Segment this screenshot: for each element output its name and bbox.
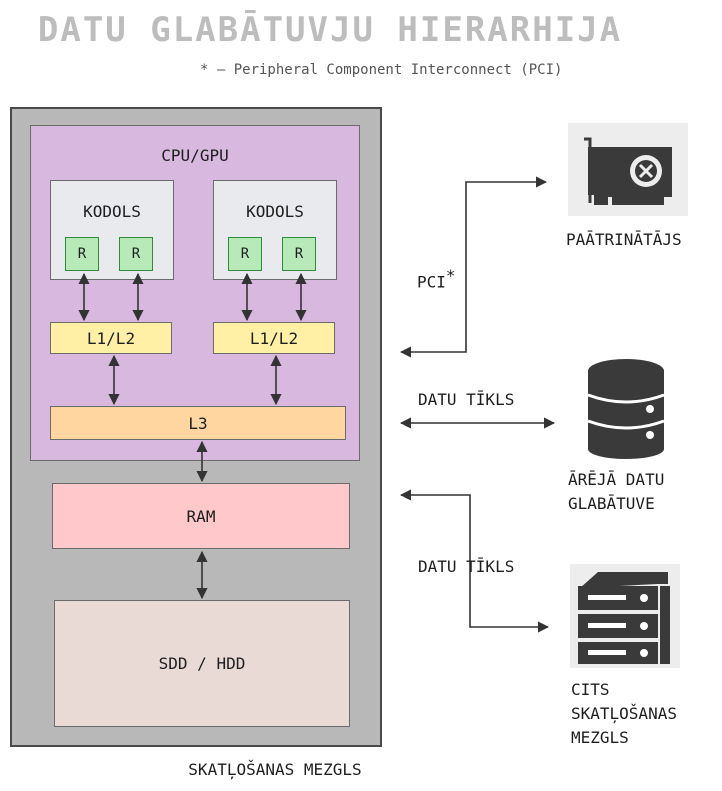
core-1-register-2: R (119, 237, 153, 271)
other-node-label: CITS SKATĻOŠANAS MEZGLS (571, 680, 677, 747)
pci-label: PCI* (417, 266, 456, 292)
accelerator-label: PAĀTRINĀTĀJS (566, 230, 682, 249)
node-caption: SKATĻOŠANAS MEZGLS (188, 760, 362, 779)
core-2-label: KODOLS (246, 202, 304, 221)
pci-link (399, 176, 548, 358)
core-1-cache: L1/L2 (50, 322, 172, 354)
ram-block: RAM (52, 483, 350, 549)
network-label-2: DATU TĪKLS (418, 557, 515, 576)
database-icon (587, 359, 665, 459)
gpu-card-icon (584, 137, 672, 205)
external-storage-label: ĀRĒJĀ DATU GLABĀTUVE (568, 470, 665, 513)
diagram-title: DATU GLABĀTUVJU HIERARHIJA (37, 10, 623, 50)
cpu-gpu-label: CPU/GPU (161, 146, 229, 165)
footnote: * – Peripheral Component Interconnect (P… (200, 62, 563, 78)
core-2-cache: L1/L2 (213, 322, 335, 354)
server-rack-icon (578, 572, 670, 664)
core-1-register-1: R (65, 237, 99, 271)
core-1-label: KODOLS (83, 202, 141, 221)
network-label-1: DATU TĪKLS (418, 390, 515, 409)
network-link-2 (399, 489, 550, 633)
core-2-register-1: R (228, 237, 262, 271)
l3-cache: L3 (50, 406, 346, 440)
core-2-register-2: R (282, 237, 316, 271)
disk-block: SDD / HDD (54, 600, 350, 727)
